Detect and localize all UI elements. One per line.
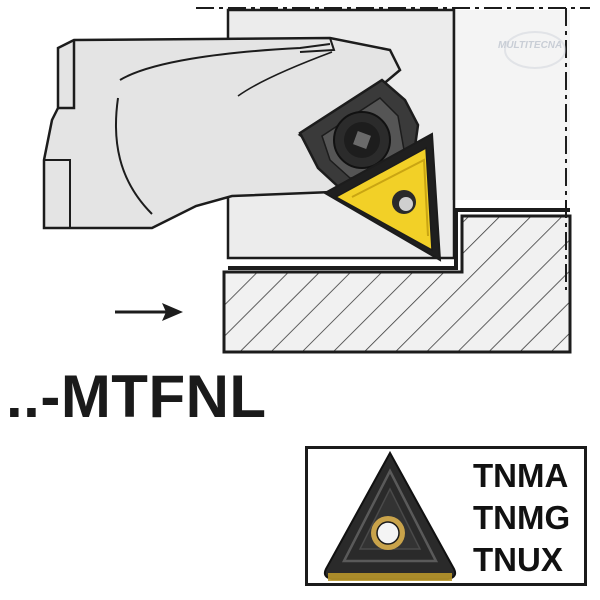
carbide-insert-icon: [323, 450, 457, 581]
insert-grade-tnmg: TNMG: [473, 499, 571, 536]
tool-holder: [42, 36, 402, 230]
insert-grade-list: TNMA TNMG TNUX: [473, 455, 583, 581]
workpiece-section: [222, 208, 572, 354]
watermark-logo: [504, 31, 566, 69]
insert-grade-tnux: TNUX: [473, 541, 563, 578]
arrow-right-icon: [115, 303, 183, 321]
watermark-text: MULTITECNA: [498, 40, 563, 51]
insert-grade-tnma: TNMA: [473, 457, 569, 494]
insert-types-panel: TNMA TNMG TNUX: [305, 446, 587, 586]
center-lines: [196, 7, 590, 290]
tool-code-label: ..-MTFNL: [6, 363, 267, 430]
triangle-insert-icon: [322, 132, 442, 262]
